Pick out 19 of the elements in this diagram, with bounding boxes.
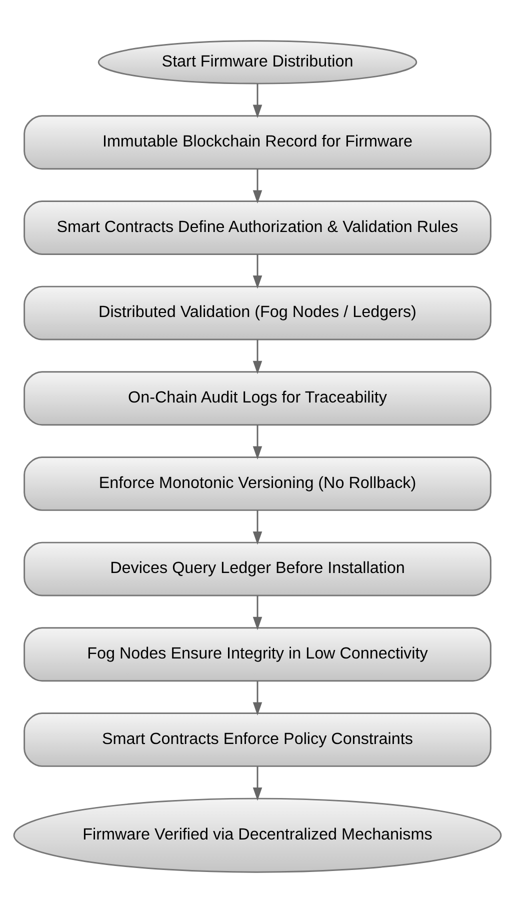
node-box: Fog Nodes Ensure Integrity in Low Connectivity	[24, 627, 492, 682]
node-ellipse: Start Firmware Distribution	[98, 40, 418, 84]
arrow	[252, 510, 262, 545]
node-box: Enforce Monotonic Versioning (No Rollback)	[24, 456, 492, 511]
arrow	[252, 169, 262, 204]
arrow	[252, 340, 262, 374]
arrow	[252, 681, 262, 716]
node-box: Smart Contracts Enforce Policy Constraints	[24, 712, 492, 767]
node-box: On-Chain Audit Logs for Traceability	[24, 371, 492, 426]
node-box: Immutable Blockchain Record for Firmware	[24, 115, 492, 170]
arrow	[252, 254, 262, 289]
node-box: Distributed Validation (Fog Nodes / Ledgers)	[24, 286, 492, 340]
arrow	[252, 766, 262, 801]
node-ellipse: Firmware Verified via Decentralized Mechanisms	[13, 798, 502, 873]
arrow	[252, 84, 262, 118]
arrow	[252, 425, 262, 460]
arrow	[252, 596, 262, 630]
node-box: Smart Contracts Define Authorization & Validation Rules	[24, 200, 492, 255]
node-box: Devices Query Ledger Before Installation	[24, 542, 492, 596]
